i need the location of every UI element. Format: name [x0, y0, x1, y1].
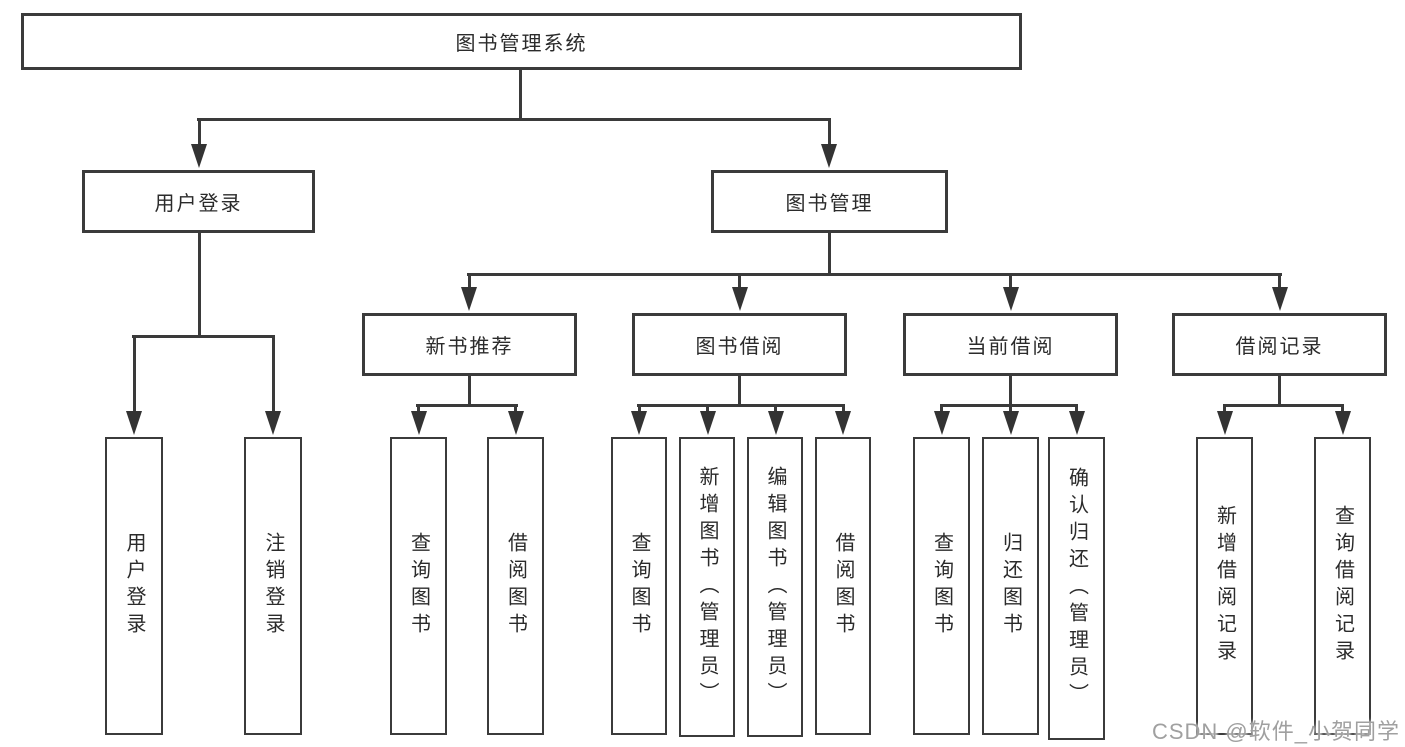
node-borrowing-records-label: 借阅记录 — [1235, 336, 1324, 358]
leaf-confirm-return-admin: 确认归还（管理员） — [1048, 437, 1105, 740]
leaf-query-borrow-record: 查询借阅记录 — [1314, 437, 1371, 735]
leaf-query-borrow-record-label: 查询借阅记录 — [1331, 505, 1354, 667]
arrowhead-to-leaf — [1334, 411, 1351, 435]
node-current-borrowing: 当前借阅 — [903, 313, 1118, 376]
connector-arrow-stem — [827, 118, 831, 148]
leaf-query-books-borrowing-label: 查询图书 — [628, 532, 650, 640]
node-book-management: 图书管理 — [711, 170, 948, 233]
connector-arrow-stem — [1075, 404, 1078, 414]
connector-arrow-stem — [940, 404, 943, 414]
connector-group-hline — [416, 404, 518, 407]
node-borrowing-records: 借阅记录 — [1172, 313, 1387, 376]
leaf-add-book-admin: 新增图书（管理员） — [679, 437, 735, 737]
connector-arrow-stem — [706, 404, 709, 414]
arrowhead-to-book-management — [821, 144, 837, 168]
arrowhead-to-leaf — [410, 411, 427, 435]
arrowhead-to-leaf — [1216, 411, 1233, 435]
leaf-query-books-borrowing: 查询图书 — [611, 437, 667, 735]
connector-arrow-stem — [1009, 273, 1012, 291]
leaf-add-borrow-record-label: 新增借阅记录 — [1213, 505, 1236, 667]
connector-book-management-stub — [827, 233, 831, 276]
connector-arrow-stem — [514, 404, 517, 414]
node-book-borrowing: 图书借阅 — [632, 313, 847, 376]
node-book-borrowing-label: 图书借阅 — [695, 336, 784, 358]
connector-arrow-stem — [467, 273, 471, 291]
connector-user-login-stub — [197, 233, 201, 337]
leaf-user-login: 用户登录 — [105, 437, 163, 735]
leaf-query-books-recommend: 查询图书 — [390, 437, 447, 735]
connector-group-hline — [1223, 404, 1344, 407]
arrowhead-to-logout-leaf — [265, 411, 281, 435]
connector-user-login-hline — [132, 335, 275, 338]
arrowhead-to-current-borrowing — [1002, 287, 1019, 311]
connector-stub — [738, 376, 741, 407]
leaf-add-book-admin-label: 新增图书（管理员） — [696, 465, 718, 709]
arrowhead-to-leaf — [631, 411, 647, 435]
connector-arrow-stem — [271, 335, 275, 415]
arrowhead-to-leaf — [933, 411, 950, 435]
leaf-confirm-return-admin-label: 确认归还（管理员） — [1065, 467, 1088, 710]
arrowhead-to-borrowing-records — [1271, 287, 1288, 311]
leaf-borrow-books-recommend-label: 借阅图书 — [504, 532, 527, 640]
connector-stub — [1009, 376, 1012, 407]
leaf-borrow-books-borrowing-label: 借阅图书 — [832, 532, 854, 640]
leaf-return-book-label: 归还图书 — [999, 532, 1022, 640]
arrowhead-to-leaf — [1068, 411, 1085, 435]
arrowhead-to-user-login-leaf — [126, 411, 142, 435]
connector-stub — [468, 376, 471, 407]
node-library-management-system-label: 图书管理系统 — [455, 33, 588, 55]
node-library-management-system: 图书管理系统 — [21, 13, 1022, 70]
node-new-book-recommendation: 新书推荐 — [362, 313, 577, 376]
arrowhead-to-new-book-recommendation — [461, 287, 477, 311]
leaf-user-login-label: 用户登录 — [123, 532, 145, 640]
leaf-return-book: 归还图书 — [982, 437, 1039, 735]
connector-arrow-stem — [774, 404, 777, 414]
leaf-query-books-recommend-label: 查询图书 — [407, 532, 430, 640]
connector-arrow-stem — [841, 404, 845, 414]
node-new-book-recommendation-label: 新书推荐 — [425, 336, 514, 358]
arrowhead-to-book-borrowing — [731, 287, 748, 311]
arrowhead-to-leaf — [507, 411, 524, 435]
csdn-watermark: CSDN @软件_小贺同学 — [1151, 719, 1400, 744]
arrowhead-to-user-login — [191, 144, 207, 168]
leaf-logout: 注销登录 — [244, 437, 302, 735]
leaf-edit-book-admin: 编辑图书（管理员） — [747, 437, 803, 737]
arrowhead-to-leaf — [1002, 411, 1019, 435]
connector-arrow-stem — [417, 404, 420, 414]
node-user-login-label: 用户登录 — [154, 193, 243, 215]
arrowhead-to-leaf — [767, 411, 784, 435]
leaf-borrow-books-borrowing: 借阅图书 — [815, 437, 871, 735]
leaf-add-borrow-record: 新增借阅记录 — [1196, 437, 1253, 735]
connector-arrow-stem — [738, 273, 741, 291]
connector-stub — [1278, 376, 1281, 407]
connector-arrow-stem — [1223, 404, 1226, 414]
connector-arrow-stem — [1009, 404, 1012, 414]
connector-arrow-stem — [132, 335, 136, 415]
node-current-borrowing-label: 当前借阅 — [966, 336, 1055, 358]
leaf-edit-book-admin-label: 编辑图书（管理员） — [764, 465, 786, 709]
connector-arrow-stem — [1341, 404, 1344, 414]
node-user-login: 用户登录 — [82, 170, 315, 233]
leaf-logout-label: 注销登录 — [262, 532, 284, 640]
connector-l3-hline — [467, 273, 1282, 276]
arrowhead-to-leaf — [835, 411, 851, 435]
connector-arrow-stem — [637, 404, 641, 414]
arrowhead-to-leaf — [699, 411, 716, 435]
leaf-query-books-current: 查询图书 — [913, 437, 970, 735]
node-book-management-label: 图书管理 — [785, 193, 874, 215]
leaf-query-books-current-label: 查询图书 — [930, 532, 953, 640]
connector-root-stub — [519, 70, 522, 121]
connector-arrow-stem — [1278, 273, 1281, 291]
connector-arrow-stem — [197, 118, 201, 148]
leaf-borrow-books-recommend: 借阅图书 — [487, 437, 544, 735]
connector-group-hline — [637, 404, 844, 407]
connector-l1-hline — [197, 118, 831, 121]
